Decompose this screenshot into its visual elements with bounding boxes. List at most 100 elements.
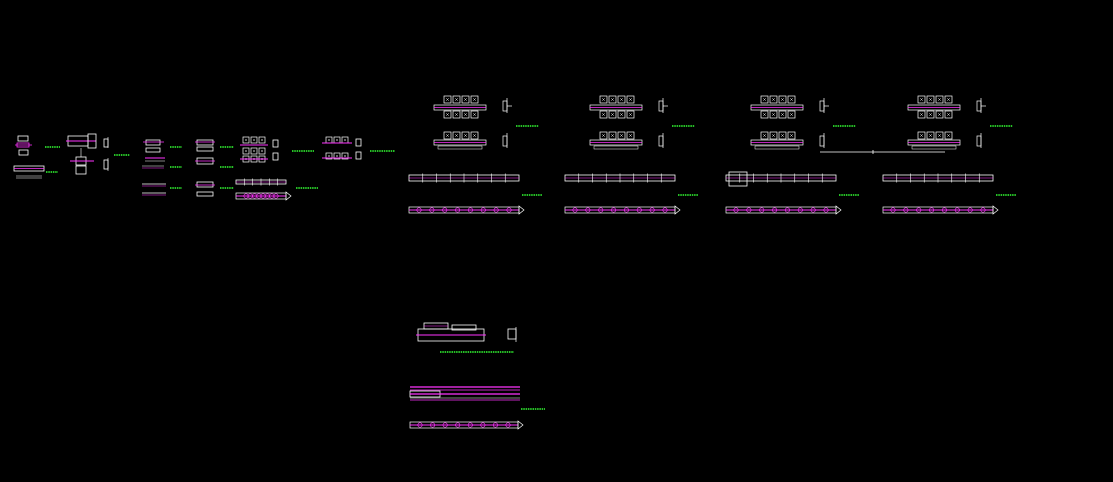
drawing-outline [976,100,982,112]
drawing-outline [443,131,452,140]
strip-end-arrow [518,205,525,215]
drawing-line [946,133,951,138]
drawing-outline [626,131,635,140]
drawing-line [619,97,624,102]
chain-node [623,207,629,213]
drawing-outline [778,110,787,119]
drawing-outline [760,131,769,140]
drawing-outline [754,145,800,150]
chain-node [429,207,435,213]
strip-end-arrow [517,420,524,430]
drawing-line [928,112,933,117]
drawing-outline [935,110,944,119]
chain-node [662,207,668,213]
chain-node [467,422,473,428]
drawing-outline [341,152,349,160]
drawing-outline [608,110,617,119]
drawing-outline [452,95,461,104]
drawing-line [244,149,248,153]
drawing-line [937,133,942,138]
chain-node [611,207,617,213]
drawing-outline [443,110,452,119]
drawing-outline [242,136,250,144]
drawing-outline [325,152,333,160]
drawing-line [601,133,606,138]
drawing-line [919,133,924,138]
drawing-line [762,133,767,138]
chain-node [442,422,448,428]
drawing-line [327,154,331,158]
drawing-outline [658,135,664,147]
drawing-line [610,112,615,117]
drawing-line [789,133,794,138]
drawing-outline [355,151,362,160]
drawing-line [946,112,951,117]
drawing-outline [17,135,29,142]
chain-node [480,207,486,213]
drawing-line [327,138,331,142]
drawing-line [252,149,256,153]
drawing-outline [911,145,957,150]
drawing-outline [599,110,608,119]
drawing-outline [75,165,87,175]
chain-node [480,422,486,428]
drawing-line [463,97,468,102]
drawing-line [335,138,339,142]
drawing-line [335,154,339,158]
drawing-line [244,138,248,142]
chain-node [810,207,816,213]
drawing-line [628,112,633,117]
chain-node [506,207,512,213]
drawing-line [454,97,459,102]
chain-node [941,207,947,213]
drawing-outline [272,139,279,148]
chain-node [455,422,461,428]
drawing-line [472,133,477,138]
drawing-outline [787,95,796,104]
drawing-outline [935,131,944,140]
drawing-outline [145,147,161,153]
drawing-line [601,112,606,117]
plan-module-4 [882,95,1016,215]
drawing-line [343,154,347,158]
drawing-outline [617,95,626,104]
drawing-outline [778,131,787,140]
chain-node [273,193,279,199]
drawing-outline [760,95,769,104]
drawing-outline [196,139,214,146]
drawing-outline [728,171,748,187]
drawing-outline [461,110,470,119]
plan-module-3 [725,95,859,215]
drawing-line [919,112,924,117]
drawing-outline [250,147,258,155]
chain-node [733,207,739,213]
drawing-line [454,133,459,138]
drawing-line [628,133,633,138]
strip-end-arrow [835,205,842,215]
chain-node [598,207,604,213]
drawing-outline [917,95,926,104]
chain-node [649,207,655,213]
drawing-outline [355,138,362,147]
drawing-line [610,97,615,102]
drawing-line [463,133,468,138]
chain-node [572,207,578,213]
drawing-outline [461,95,470,104]
drawing-outline [196,181,214,188]
drawing-outline [926,110,935,119]
drawing-outline [272,152,279,161]
drawing-outline [926,131,935,140]
drawing-line [343,138,347,142]
drawing-outline [87,133,97,149]
drawing-line [619,112,624,117]
chain-node [967,207,973,213]
drawing-line [260,138,264,142]
drawing-line [928,97,933,102]
drawing-outline [333,152,341,160]
drawing-line [445,112,450,117]
chain-node [505,422,511,428]
drawing-line [472,97,477,102]
drawing-outline [976,135,982,147]
